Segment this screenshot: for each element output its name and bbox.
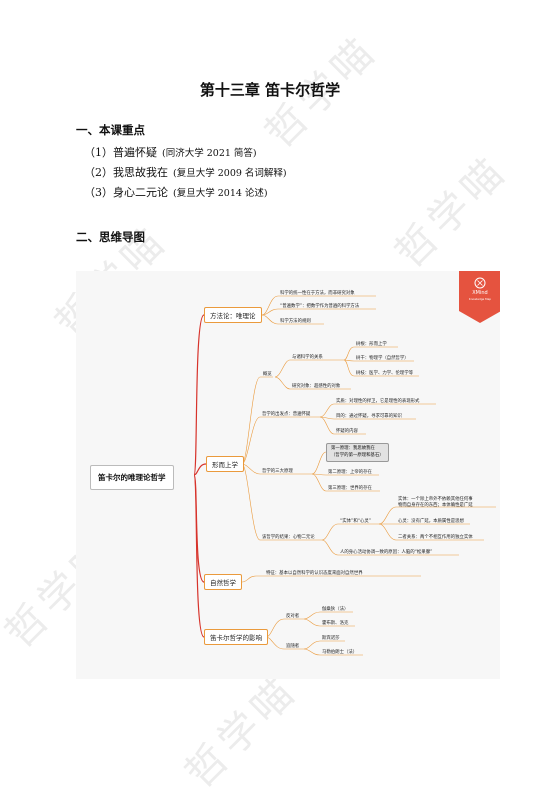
node-overview: 概览: [263, 372, 272, 377]
branch-metaphysics: 形而上学: [206, 456, 244, 472]
node-result: 该哲学的结果：心物二元论: [262, 535, 315, 540]
node-follow: 追随者: [286, 644, 300, 649]
focus-item-text: （3）身心二元论: [84, 186, 168, 199]
node-principle-two: 第二原理：上帝的存在: [328, 470, 372, 475]
node-tree-trunk: 树干：物理学（自然哲学）: [356, 356, 409, 361]
focus-item: （3）身心二元论 (复旦大学 2014 论述): [84, 184, 268, 200]
mind-map: XMind Knowledge Map 笛卡尔的唯理论哲学 方法论：唯理论 科学…: [76, 271, 500, 679]
watermark: 哲学喵: [386, 146, 517, 277]
node-start-item: 怀疑的内容: [336, 429, 358, 434]
node-principle-three: 第三原理：世界的存在: [328, 486, 372, 491]
section-heading-focus: 一、本课重点: [76, 123, 145, 137]
node-entity: “实体”和“心灵”: [340, 519, 372, 524]
node-method-item: “普遍数学”：把数学作为普遍的科学方法: [280, 304, 360, 309]
xmind-logo-subtitle: Knowledge Map: [468, 297, 492, 301]
focus-item-text: （1）普遍怀疑: [84, 146, 157, 159]
focus-item-source: (同济大学 2021 简答): [162, 148, 257, 159]
node-mindbody: 人的身心活动协调一致的原因：人脑的“松果腺”: [340, 550, 433, 555]
mind-map-connectors: [193, 271, 500, 656]
node-principle-one: 第一原理：我思故我在 （哲学的第一原理和基石）: [326, 443, 389, 463]
node-start-item: 目的：通过怀疑，寻求可靠的知识: [336, 414, 402, 419]
focus-item-source: (复旦大学 2009 名词解释): [173, 168, 287, 179]
xmind-logo-name: XMind: [472, 290, 488, 296]
root-node: 笛卡尔的唯理论哲学: [90, 465, 174, 490]
node-start-item: 实质：对理性的捍卫，它是理性的表现形式: [336, 399, 420, 404]
node-tree-branches: 树枝：医学、力学、伦理学等: [356, 371, 414, 376]
node-entity-item: 二者关系：两个不相互作用的独立实体: [398, 535, 473, 540]
focus-item-source: (复旦大学 2014 论述): [173, 188, 268, 199]
branch-influence: 笛卡尔哲学的影响: [204, 629, 268, 645]
node-against-item: 伽桑狄（法）: [322, 607, 349, 612]
node-method-item: 科学方法的规则: [280, 319, 311, 324]
node-against: 反对者: [286, 614, 300, 619]
focus-item-text: （2）我思故我在: [84, 166, 168, 179]
xmind-logo-shape: [459, 271, 500, 323]
node-entity-item: 实体：一个除上帝外不依赖其他任何事: [398, 497, 473, 502]
node-principle-one-line: （哲学的第一原理和基石）: [331, 452, 384, 458]
page-title: 第十三章 笛卡尔哲学: [199, 81, 341, 99]
node-relation: 与诸科学的关系: [292, 355, 323, 360]
node-object: 研究对象：超感性的对象: [292, 384, 341, 389]
node-principles: 哲学的三大原理: [262, 469, 293, 474]
watermark: 哲学喵: [176, 666, 307, 797]
branch-method: 方法论：唯理论: [204, 307, 262, 323]
node-principle-one-line: 第一原理：我思故我在: [331, 446, 375, 451]
node-follow-item: 马勒伯朗士（法）: [322, 650, 358, 655]
focus-item: （1）普遍怀疑 (同济大学 2021 简答): [84, 144, 257, 160]
node-start: 哲学的出发点：普遍怀疑: [262, 412, 311, 417]
node-against-item: 霍布斯、洛克: [322, 621, 349, 626]
node-entity-item: 心灵：没有广延，本质属性是思想: [398, 519, 464, 524]
node-follow-item: 斯宾诺莎: [322, 636, 340, 641]
focus-item: （2）我思故我在 (复旦大学 2009 名词解释): [84, 164, 287, 180]
node-method-item: 科学的统一性在于方法，而非研究对象: [280, 291, 355, 296]
xmind-logo: XMind Knowledge Map: [459, 271, 501, 323]
section-heading-mindmap: 二、思维导图: [76, 230, 145, 244]
node-nature-item: 特征：基本以自然科学的认识态度来面对自然世界: [266, 571, 363, 576]
node-entity-item: 物而自身存在的东西；本体确性是广延: [398, 503, 473, 508]
branch-nature: 自然哲学: [204, 574, 242, 590]
node-tree-root: 树根：形而上学: [356, 342, 387, 347]
